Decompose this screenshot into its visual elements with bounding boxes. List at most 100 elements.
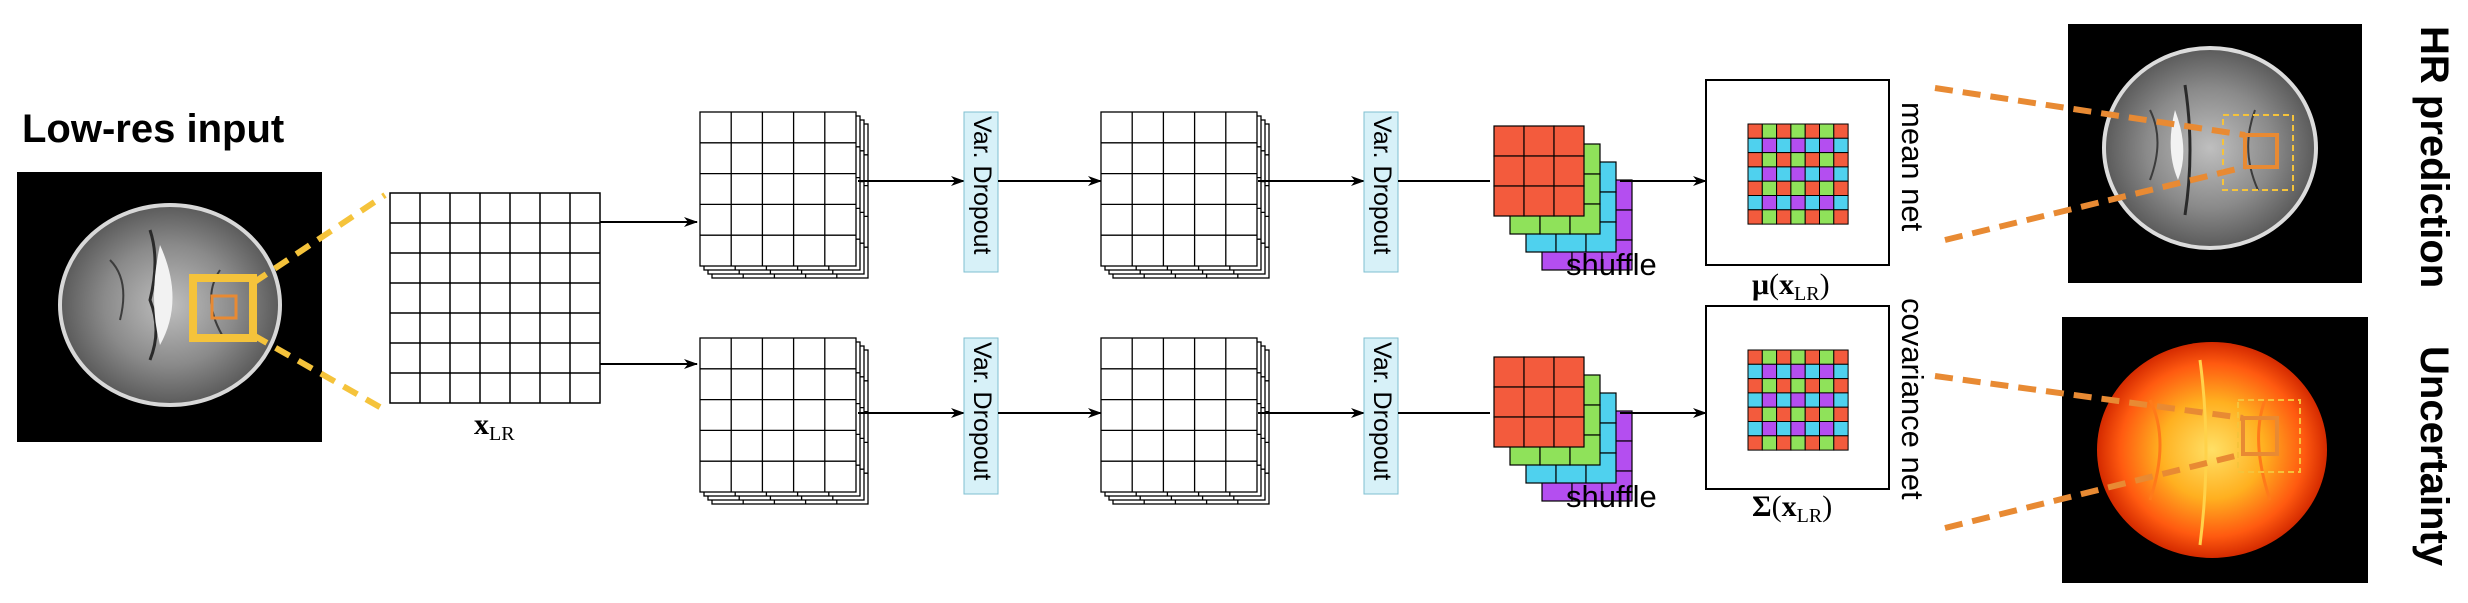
covariance-net-label: covariance net — [1895, 298, 1930, 500]
output-pixel — [1747, 378, 1763, 394]
output-pixel — [1761, 406, 1778, 423]
dropout-label-top-1: Var. Dropout — [968, 116, 996, 255]
output-pixel — [1790, 180, 1806, 196]
output-pixel — [1833, 166, 1849, 182]
output-pixel — [1819, 392, 1835, 408]
shuffle-tile — [1553, 185, 1585, 217]
shuffle-tile — [1493, 356, 1525, 388]
shuffle-tile — [1601, 239, 1633, 271]
output-pixel — [1761, 166, 1778, 182]
output-pixel — [1776, 435, 1792, 451]
output-pixel — [1833, 349, 1849, 365]
shuffle-tile — [1493, 155, 1525, 187]
uncertainty-label: Uncertainty — [2412, 346, 2456, 567]
shuffle-tile — [1493, 416, 1525, 448]
output-pixel — [1804, 152, 1820, 168]
output-pixel — [1747, 421, 1763, 437]
shuffle-label-top: shuffle — [1566, 247, 1657, 282]
output-pixel — [1833, 378, 1849, 394]
stack-layer-frame — [699, 111, 857, 267]
shuffle-tile — [1553, 416, 1585, 448]
covariance-output-grid — [1747, 349, 1849, 451]
feature-stack-top-2 — [1100, 111, 1270, 279]
output-pixel — [1819, 349, 1835, 365]
unc-zoom-line-bottom — [1944, 451, 2244, 531]
shuffle-tile — [1523, 386, 1555, 418]
output-pixel — [1833, 435, 1849, 451]
shuffle-tile — [1523, 185, 1555, 217]
zoom-line-top — [251, 192, 387, 286]
output-pixel — [1747, 195, 1763, 211]
shuffle-tile — [1523, 155, 1555, 187]
output-pixel — [1790, 406, 1806, 423]
output-pixel — [1776, 195, 1792, 211]
shuffle-tile — [1493, 125, 1525, 157]
output-pixel — [1747, 406, 1763, 423]
dropout-box-top-2 — [1363, 111, 1399, 273]
output-pixel — [1776, 406, 1792, 423]
output-pixel — [1819, 363, 1835, 380]
output-pixel — [1776, 209, 1792, 225]
shuffle-tile — [1553, 386, 1585, 418]
output-pixel — [1776, 123, 1792, 139]
shuffle-tile — [1553, 125, 1585, 157]
output-pixel — [1819, 195, 1835, 211]
output-pixel — [1761, 392, 1778, 408]
output-pixel — [1819, 123, 1835, 139]
input-zoom-inner-box — [210, 294, 238, 320]
output-pixel — [1761, 152, 1778, 168]
low-res-input-image — [17, 172, 322, 442]
output-pixel — [1761, 421, 1778, 437]
shuffle-tiles-top — [1493, 125, 1633, 271]
output-pixel — [1819, 421, 1835, 437]
dropout-label-bottom-1: Var. Dropout — [968, 342, 996, 481]
mean-output-symbol: μ — [1752, 268, 1770, 301]
shuffle-tile — [1523, 125, 1555, 157]
output-pixel — [1804, 363, 1820, 380]
uncertainty-image — [2062, 317, 2368, 583]
covariance-output-label: Σ(xLR) — [1752, 490, 1833, 527]
shuffle-tile — [1553, 356, 1585, 388]
mean-output-grid — [1747, 123, 1849, 225]
output-pixel — [1747, 166, 1763, 182]
output-pixel — [1761, 195, 1778, 211]
output-pixel — [1833, 180, 1849, 196]
uncertainty-zoom-box — [2237, 399, 2301, 473]
output-pixel — [1804, 137, 1820, 154]
output-pixel — [1747, 349, 1763, 365]
output-pixel — [1819, 406, 1835, 423]
output-pixel — [1776, 180, 1792, 196]
output-pixel — [1804, 378, 1820, 394]
output-pixel — [1790, 378, 1806, 394]
shuffle-tile — [1569, 434, 1601, 466]
output-pixel — [1833, 209, 1849, 225]
low-res-input-title: Low-res input — [22, 107, 285, 151]
output-pixel — [1819, 137, 1835, 154]
output-pixel — [1804, 349, 1820, 365]
hr-prediction-image — [2068, 24, 2362, 283]
output-pixel — [1776, 137, 1792, 154]
output-pixel — [1819, 180, 1835, 196]
output-pixel — [1819, 152, 1835, 168]
covariance-output-symbol: Σ — [1752, 490, 1772, 523]
mean-net-label: mean net — [1895, 102, 1930, 232]
output-pixel — [1747, 209, 1763, 225]
output-pixel — [1819, 166, 1835, 182]
output-pixel — [1776, 363, 1792, 380]
mean-output-arg: x — [1779, 268, 1795, 301]
output-pixel — [1776, 421, 1792, 437]
shuffle-tile — [1553, 155, 1585, 187]
feature-grid-xlr — [389, 192, 601, 404]
output-pixel — [1790, 123, 1806, 139]
output-pixel — [1761, 209, 1778, 225]
output-pixel — [1776, 166, 1792, 182]
output-pixel — [1790, 152, 1806, 168]
feature-stack-top-1 — [699, 111, 869, 279]
output-pixel — [1790, 137, 1806, 154]
output-pixel — [1761, 435, 1778, 451]
output-pixel — [1833, 137, 1849, 154]
hr-prediction-label: HR prediction — [2412, 26, 2456, 289]
output-pixel — [1747, 137, 1763, 154]
feature-grid-label-main: x — [474, 408, 489, 441]
